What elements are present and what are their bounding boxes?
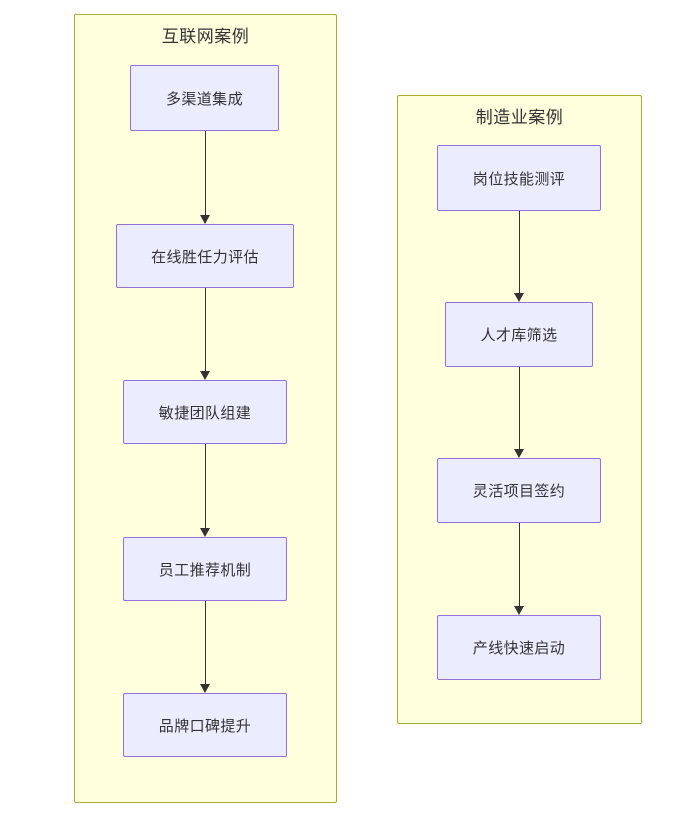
subgraph-title-internet-case: 互联网案例 — [161, 27, 250, 46]
edge-arrowhead-flexible-project-contract — [514, 449, 525, 458]
node-label-brand-reputation-uplift: 品牌口碑提升 — [158, 717, 252, 735]
node-flexible-project-contract[interactable]: 灵活项目签约 — [437, 458, 601, 523]
node-brand-reputation-uplift[interactable]: 品牌口碑提升 — [123, 693, 287, 757]
edge-arrowhead-brand-reputation-uplift — [200, 684, 211, 693]
node-employee-referral-mechanism[interactable]: 员工推荐机制 — [123, 537, 287, 601]
edge-arrowhead-fast-production-line-start — [514, 606, 525, 615]
edge-multi-channel-integration-to-online-competency-assessment — [205, 131, 206, 216]
edge-arrowhead-online-competency-assessment — [200, 215, 211, 224]
node-label-fast-production-line-start: 产线快速启动 — [472, 640, 566, 657]
edge-flexible-project-contract-to-fast-production-line-start — [519, 523, 520, 607]
edge-talent-pool-screening-to-flexible-project-contract — [519, 367, 520, 450]
node-job-skill-assessment[interactable]: 岗位技能测评 — [437, 145, 601, 211]
node-label-flexible-project-contract: 灵活项目签约 — [472, 483, 566, 500]
subgraph-title-manufacturing-case: 制造业案例 — [475, 108, 564, 127]
node-label-multi-channel-integration: 多渠道集成 — [165, 90, 243, 108]
node-label-employee-referral-mechanism: 员工推荐机制 — [158, 561, 252, 579]
edge-online-competency-assessment-to-agile-team-building — [205, 288, 206, 372]
edge-employee-referral-mechanism-to-brand-reputation-uplift — [205, 601, 206, 685]
node-talent-pool-screening[interactable]: 人才库筛选 — [445, 302, 593, 367]
node-multi-channel-integration[interactable]: 多渠道集成 — [130, 65, 279, 131]
edge-job-skill-assessment-to-talent-pool-screening — [519, 211, 520, 294]
node-label-agile-team-building: 敏捷团队组建 — [158, 404, 252, 422]
node-agile-team-building[interactable]: 敏捷团队组建 — [123, 380, 287, 444]
node-label-online-competency-assessment: 在线胜任力评估 — [151, 248, 259, 266]
node-label-talent-pool-screening: 人才库筛选 — [480, 327, 558, 344]
edge-arrowhead-talent-pool-screening — [514, 293, 525, 302]
edge-agile-team-building-to-employee-referral-mechanism — [205, 444, 206, 529]
node-fast-production-line-start[interactable]: 产线快速启动 — [437, 615, 601, 680]
node-online-competency-assessment[interactable]: 在线胜任力评估 — [116, 224, 294, 288]
node-label-job-skill-assessment: 岗位技能测评 — [472, 170, 566, 188]
edge-arrowhead-agile-team-building — [200, 371, 211, 380]
edge-arrowhead-employee-referral-mechanism — [200, 528, 211, 537]
